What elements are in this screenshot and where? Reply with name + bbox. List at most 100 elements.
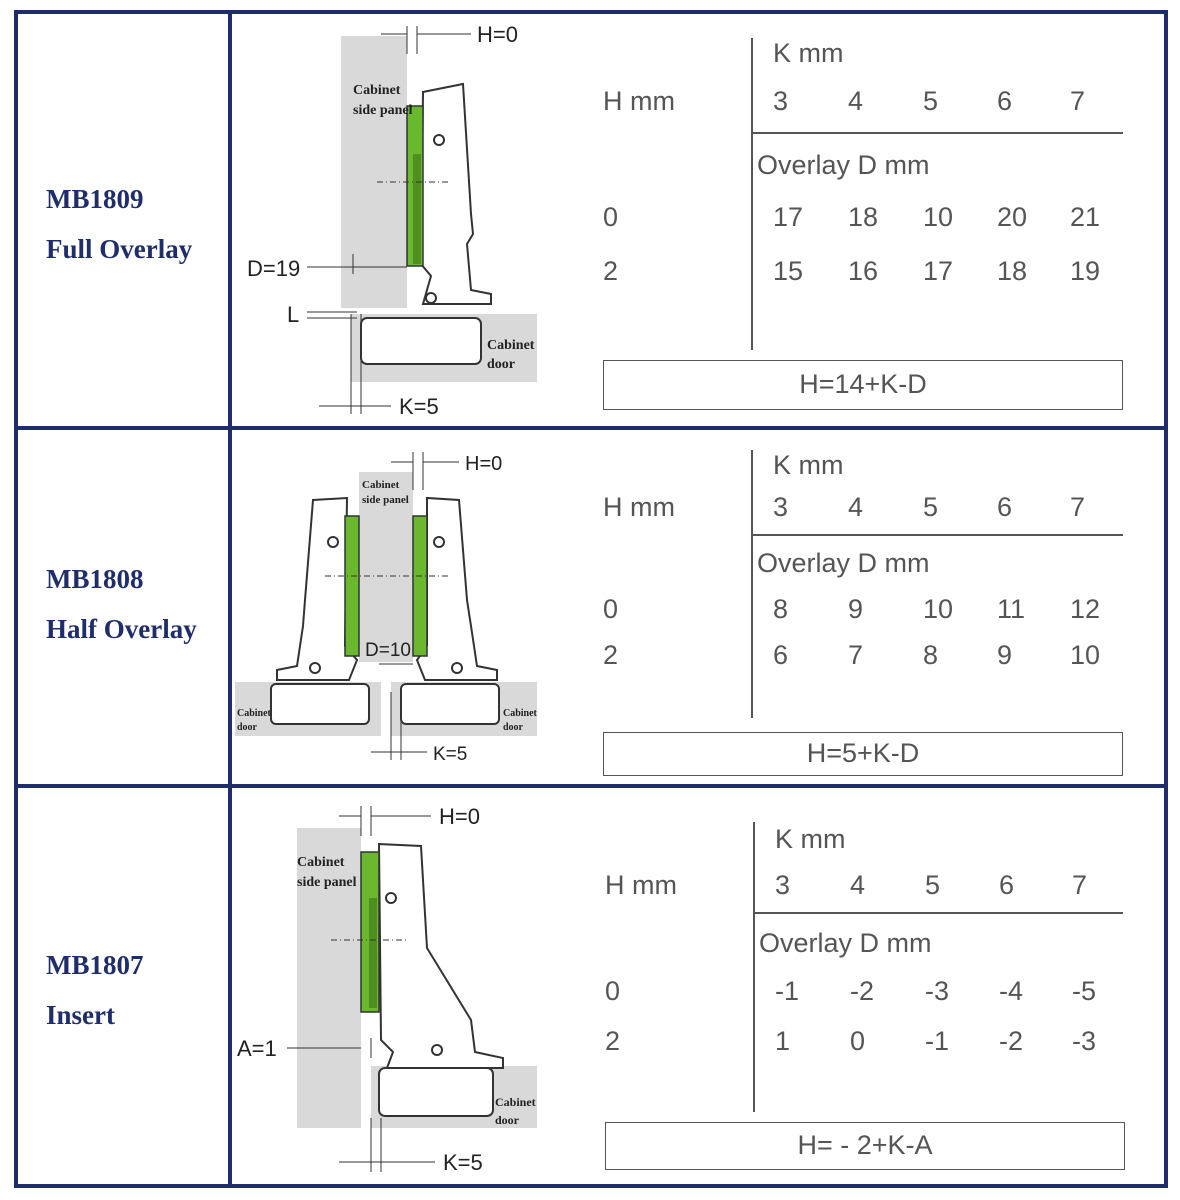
full-overlay-hinge-drawing: H=0 Cabinet side panel D=19 L K=5 Cabine… — [247, 22, 537, 419]
d-value: 9 — [997, 640, 1013, 670]
model-code: MB1807 — [46, 950, 144, 980]
half-overlay-hinge-drawing: H=0 Cabinet side panel D=10 K=5 Cabinet … — [235, 452, 538, 765]
h-value: 2 — [603, 256, 619, 286]
d-value: -1 — [775, 976, 800, 1006]
d-value: -2 — [850, 976, 875, 1006]
h-value: 0 — [603, 202, 619, 232]
k-value: 5 — [923, 86, 939, 116]
d-value: 7 — [848, 640, 864, 670]
door-label-1: Cabinet — [495, 1095, 536, 1109]
h-header: H mm — [605, 870, 677, 900]
l-dimension-label: L — [287, 302, 299, 327]
h-value: 0 — [603, 594, 619, 624]
formula-box: H=14+K-D — [603, 360, 1123, 410]
d-value: 12 — [1070, 594, 1101, 624]
h-dimension-label: H=0 — [477, 22, 518, 47]
d-dimension-label: D=10 — [365, 640, 411, 661]
d-value: -5 — [1072, 976, 1097, 1006]
d-value: -4 — [999, 976, 1024, 1006]
model-type: Insert — [46, 1000, 115, 1030]
model-type: Full Overlay — [46, 234, 193, 264]
door-label-2: door — [503, 722, 524, 733]
k-value: 4 — [848, 492, 864, 522]
row-full-overlay: MB1809 Full Overlay H=0 Cabinet side — [14, 10, 1168, 430]
model-code: MB1809 — [46, 184, 144, 214]
hinge-diagram: H=0 Cabinet side panel D=19 L K=5 Cabine… — [231, 14, 609, 426]
k-header: K mm — [773, 450, 844, 480]
formula-box: H= - 2+K-A — [605, 1122, 1125, 1170]
k-value: 4 — [850, 870, 866, 900]
panel-label-2: side panel — [353, 103, 413, 118]
model-label-cell: MB1809 Full Overlay — [18, 14, 232, 426]
panel-label-1: Cabinet — [353, 83, 401, 98]
d-value: 1 — [775, 1026, 791, 1056]
d-value: 10 — [1070, 640, 1101, 670]
door-label-2: door — [237, 722, 258, 733]
h-dimension-label: H=0 — [439, 804, 480, 829]
d-value: 17 — [923, 256, 954, 286]
door-label-1: Cabinet — [237, 708, 272, 719]
spec-table: H mm K mm 3 4 5 6 7 Overlay D mm 0 17 18… — [603, 14, 1164, 426]
panel-label-2: side panel — [362, 494, 409, 506]
k-dimension-label: K=5 — [443, 1150, 483, 1175]
h-dimension-label: H=0 — [465, 453, 502, 475]
d-value: 18 — [997, 256, 1028, 286]
d-value: -3 — [925, 976, 950, 1006]
formula-box: H=5+K-D — [603, 732, 1123, 776]
panel-label-1: Cabinet — [297, 855, 345, 870]
hinge-spec-sheet: MB1809 Full Overlay H=0 Cabinet side — [14, 10, 1168, 1188]
overlay-header: Overlay D mm — [757, 150, 930, 180]
k-dimension-label: K=5 — [433, 744, 467, 765]
d-value: 17 — [773, 202, 804, 232]
spec-table: H mm K mm 3 4 5 6 7 Overlay D mm 0 -1 -2… — [603, 788, 1164, 1184]
k-value: 6 — [997, 492, 1013, 522]
d-value: 20 — [997, 202, 1028, 232]
d-value: 10 — [923, 202, 954, 232]
d-value: 10 — [923, 594, 954, 624]
d-value: 19 — [1070, 256, 1101, 286]
d-value: 8 — [923, 640, 939, 670]
k-dimension-label: K=5 — [399, 394, 439, 419]
d-value: -3 — [1072, 1026, 1097, 1056]
model-type: Half Overlay — [46, 614, 197, 644]
hinge-diagram: H=0 Cabinet side panel D=10 K=5 Cabinet … — [231, 430, 609, 784]
d-value: 18 — [848, 202, 879, 232]
d-value: 15 — [773, 256, 804, 286]
door-label-2: door — [495, 1113, 520, 1127]
k-value: 7 — [1072, 870, 1088, 900]
d-value: 11 — [997, 594, 1026, 624]
k-value: 3 — [773, 492, 789, 522]
d-value: 16 — [848, 256, 879, 286]
door-label-1: Cabinet — [487, 338, 535, 353]
a-dimension-label: A=1 — [237, 1036, 277, 1061]
spec-table: H mm K mm 3 4 5 6 7 Overlay D mm 0 8 9 1… — [603, 430, 1164, 784]
k-value: 4 — [848, 86, 864, 116]
k-value: 5 — [925, 870, 941, 900]
hinge-diagram: H=0 Cabinet side panel A=1 K=5 Cabinet d… — [231, 788, 609, 1184]
d-value: 21 — [1070, 202, 1101, 232]
h-header: H mm — [603, 86, 675, 116]
k-value: 7 — [1070, 492, 1086, 522]
h-value: 2 — [605, 1026, 621, 1056]
d-dimension-label: D=19 — [247, 256, 300, 281]
model-label-cell: MB1808 Half Overlay — [18, 430, 232, 784]
row-insert: MB1807 Insert H=0 Cabinet side panel — [14, 784, 1168, 1188]
door-label-1: Cabinet — [503, 708, 538, 719]
row-half-overlay: MB1808 Half Overlay — [14, 426, 1168, 788]
d-value: -1 — [925, 1026, 950, 1056]
k-value: 7 — [1070, 86, 1086, 116]
d-value: -2 — [999, 1026, 1024, 1056]
panel-label-1: Cabinet — [362, 479, 400, 491]
h-value: 2 — [603, 640, 619, 670]
door-label-2: door — [487, 357, 515, 372]
k-value: 6 — [999, 870, 1015, 900]
h-value: 0 — [605, 976, 621, 1006]
k-value: 3 — [773, 86, 789, 116]
k-value: 6 — [997, 86, 1013, 116]
model-label-cell: MB1807 Insert — [18, 788, 232, 1184]
k-value: 5 — [923, 492, 939, 522]
k-value: 3 — [775, 870, 791, 900]
d-value: 8 — [773, 594, 789, 624]
k-header: K mm — [775, 824, 846, 854]
d-value: 9 — [848, 594, 864, 624]
